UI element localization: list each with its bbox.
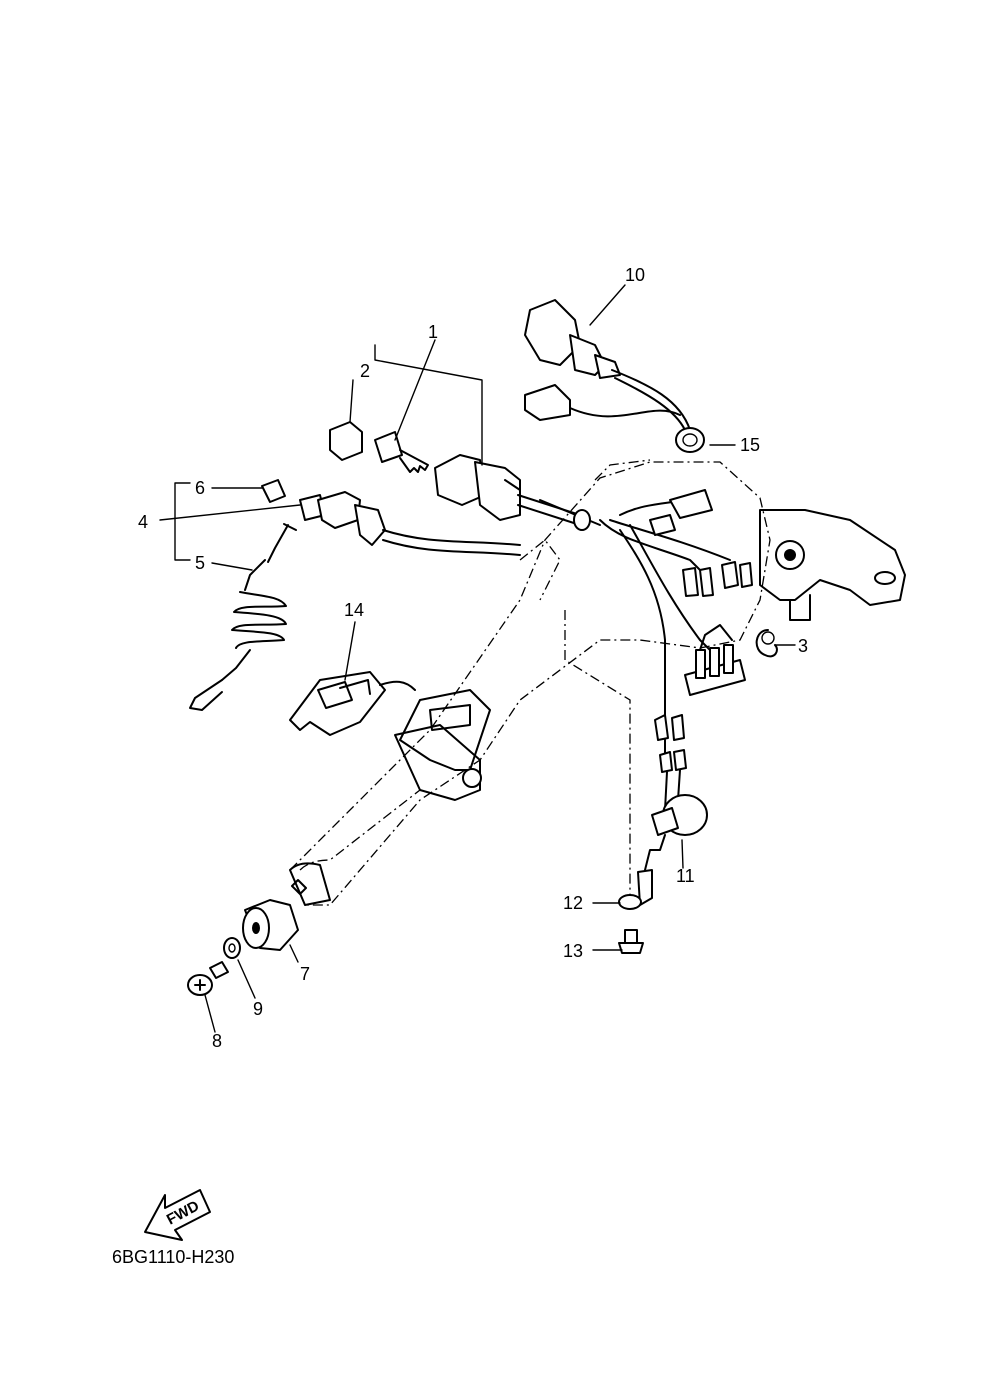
bolt-13 bbox=[618, 929, 644, 954]
callout-9: 9 bbox=[253, 999, 263, 1019]
cap-2 bbox=[329, 421, 363, 461]
callout-12: 12 bbox=[563, 893, 583, 913]
harness-plug bbox=[524, 384, 681, 421]
connector-10 bbox=[524, 299, 691, 431]
terminal-block bbox=[684, 624, 746, 696]
callout-5: 5 bbox=[195, 553, 205, 573]
harness-wires bbox=[599, 489, 753, 691]
callout-11: 11 bbox=[676, 866, 695, 886]
callout-1: 1 bbox=[428, 322, 438, 342]
fwd-arrow-icon: FWD bbox=[144, 1189, 211, 1241]
callout-8: 8 bbox=[212, 1031, 222, 1051]
callout-2: 2 bbox=[360, 361, 370, 381]
stop-switch-4 bbox=[299, 491, 521, 556]
leader-lines bbox=[159, 284, 796, 1033]
screw-8 bbox=[187, 961, 229, 996]
callout-14: 14 bbox=[344, 600, 364, 620]
callout-labels: 1 2 3 4 5 6 7 8 9 10 11 12 13 14 15 bbox=[138, 265, 808, 1051]
sensor-11 bbox=[644, 794, 708, 871]
clamp-15 bbox=[675, 427, 705, 453]
callout-7: 7 bbox=[300, 964, 310, 984]
key-switch-1 bbox=[434, 454, 601, 531]
callout-4: 4 bbox=[138, 512, 148, 532]
grip-14 bbox=[289, 671, 416, 736]
clip-3 bbox=[755, 629, 778, 658]
plate-12 bbox=[618, 869, 653, 910]
drawing-code: 6BG1110-H230 bbox=[112, 1247, 234, 1267]
callout-13: 13 bbox=[563, 941, 583, 961]
washer-9 bbox=[223, 937, 241, 959]
end-cap-7 bbox=[242, 899, 299, 951]
callout-6: 6 bbox=[195, 478, 205, 498]
key-1 bbox=[374, 431, 429, 473]
mount-bracket bbox=[759, 509, 906, 621]
callout-10: 10 bbox=[625, 265, 645, 285]
lanyard-5 bbox=[189, 523, 297, 711]
callout-15: 15 bbox=[740, 435, 760, 455]
callout-3: 3 bbox=[798, 636, 808, 656]
tiller-arm bbox=[289, 689, 491, 906]
cap-6 bbox=[261, 479, 286, 503]
sensor-wires bbox=[654, 689, 687, 811]
